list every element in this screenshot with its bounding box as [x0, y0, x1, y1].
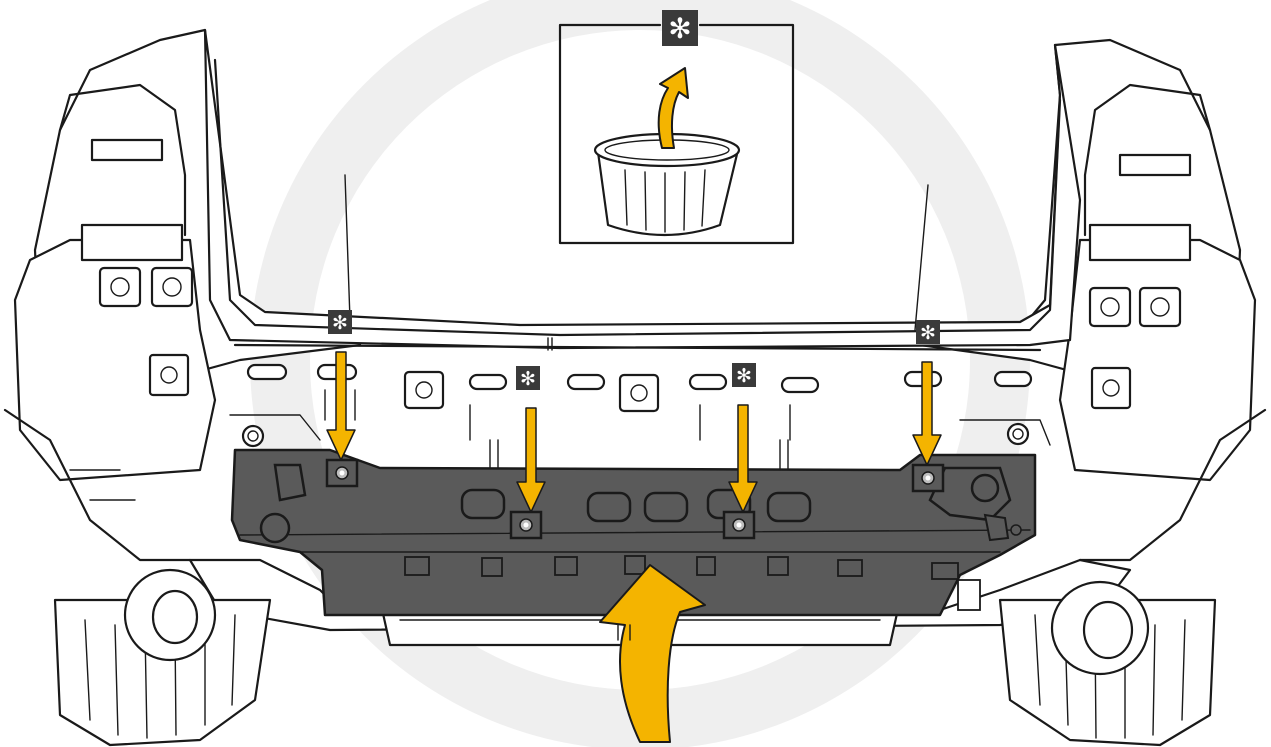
push-clip — [722, 510, 756, 540]
push-in-clip-icon — [593, 132, 741, 237]
detail-marker: ✻ — [662, 10, 698, 46]
right-wheel — [998, 580, 1217, 747]
marker-box — [328, 310, 352, 334]
marker-center-left: ✻ — [516, 366, 540, 390]
downward-arrows — [326, 351, 942, 513]
clip-fasteners — [325, 458, 945, 540]
left-body-panel — [3, 28, 362, 562]
marker-right: ✻ — [916, 320, 940, 344]
downward-arrow-icon — [912, 361, 942, 466]
push-clip — [911, 463, 945, 493]
marker-center-right: ✻ — [732, 363, 756, 387]
marker-box — [732, 363, 756, 387]
push-clip — [509, 510, 543, 540]
downward-arrow-icon — [326, 351, 356, 461]
marker-box — [916, 320, 940, 344]
marker-box — [662, 10, 698, 46]
asterisk-markers: ✻ ✻ ✻ ✻ ✻ — [328, 10, 940, 390]
asterisk-icon: ✻ — [920, 322, 936, 344]
asterisk-icon: ✻ — [668, 12, 691, 45]
marker-left: ✻ — [328, 310, 352, 334]
marker-box — [516, 366, 540, 390]
left-wheel — [53, 568, 272, 747]
asterisk-icon: ✻ — [332, 312, 348, 334]
asterisk-icon: ✻ — [736, 365, 752, 387]
right-body-panel — [918, 38, 1267, 562]
mount-bolts — [229, 414, 1051, 491]
downward-arrow-icon — [728, 404, 758, 513]
push-clip — [325, 458, 359, 488]
downward-arrow-icon — [516, 407, 546, 513]
asterisk-icon: ✻ — [520, 368, 536, 390]
rotate-up-arrow-icon — [599, 564, 706, 743]
clip-removal-arrow-icon — [657, 67, 689, 149]
clip-removal-detail — [558, 23, 795, 245]
